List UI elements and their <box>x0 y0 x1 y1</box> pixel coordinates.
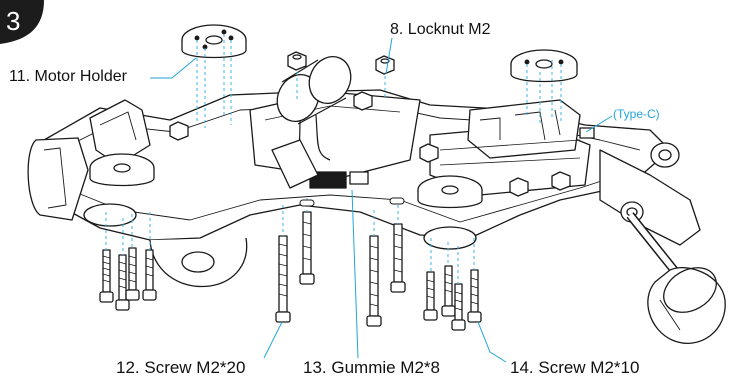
leader-gummie <box>351 189 359 359</box>
leader-locknut <box>385 37 393 75</box>
leader-type-c <box>585 115 613 133</box>
capacitor-icon <box>276 56 352 166</box>
step-badge: 3 <box>0 0 44 44</box>
label-locknut: 8. Locknut M2 <box>390 21 491 38</box>
camera-icon <box>27 137 89 221</box>
label-type-c: (Type-C) <box>613 107 660 121</box>
gummie-icon <box>299 197 405 207</box>
screw-icon <box>99 249 114 303</box>
label-screw-m2x10: 14. Screw M2*10 <box>510 358 640 377</box>
label-gummie: 13. Gummie M2*8 <box>303 358 440 377</box>
motor-holder-icon <box>181 24 247 59</box>
locknut-icon <box>287 51 307 71</box>
leader-screw-20 <box>263 321 283 359</box>
leader-motor-holder <box>150 57 197 79</box>
flight-controller-icon <box>429 99 595 196</box>
step-number: 3 <box>6 6 21 36</box>
label-motor-holder: 11. Motor Holder <box>9 68 127 85</box>
motor-icon <box>647 267 726 344</box>
leader-screw-10 <box>477 321 507 363</box>
label-screw-m2x20: 12. Screw M2*20 <box>116 358 246 377</box>
